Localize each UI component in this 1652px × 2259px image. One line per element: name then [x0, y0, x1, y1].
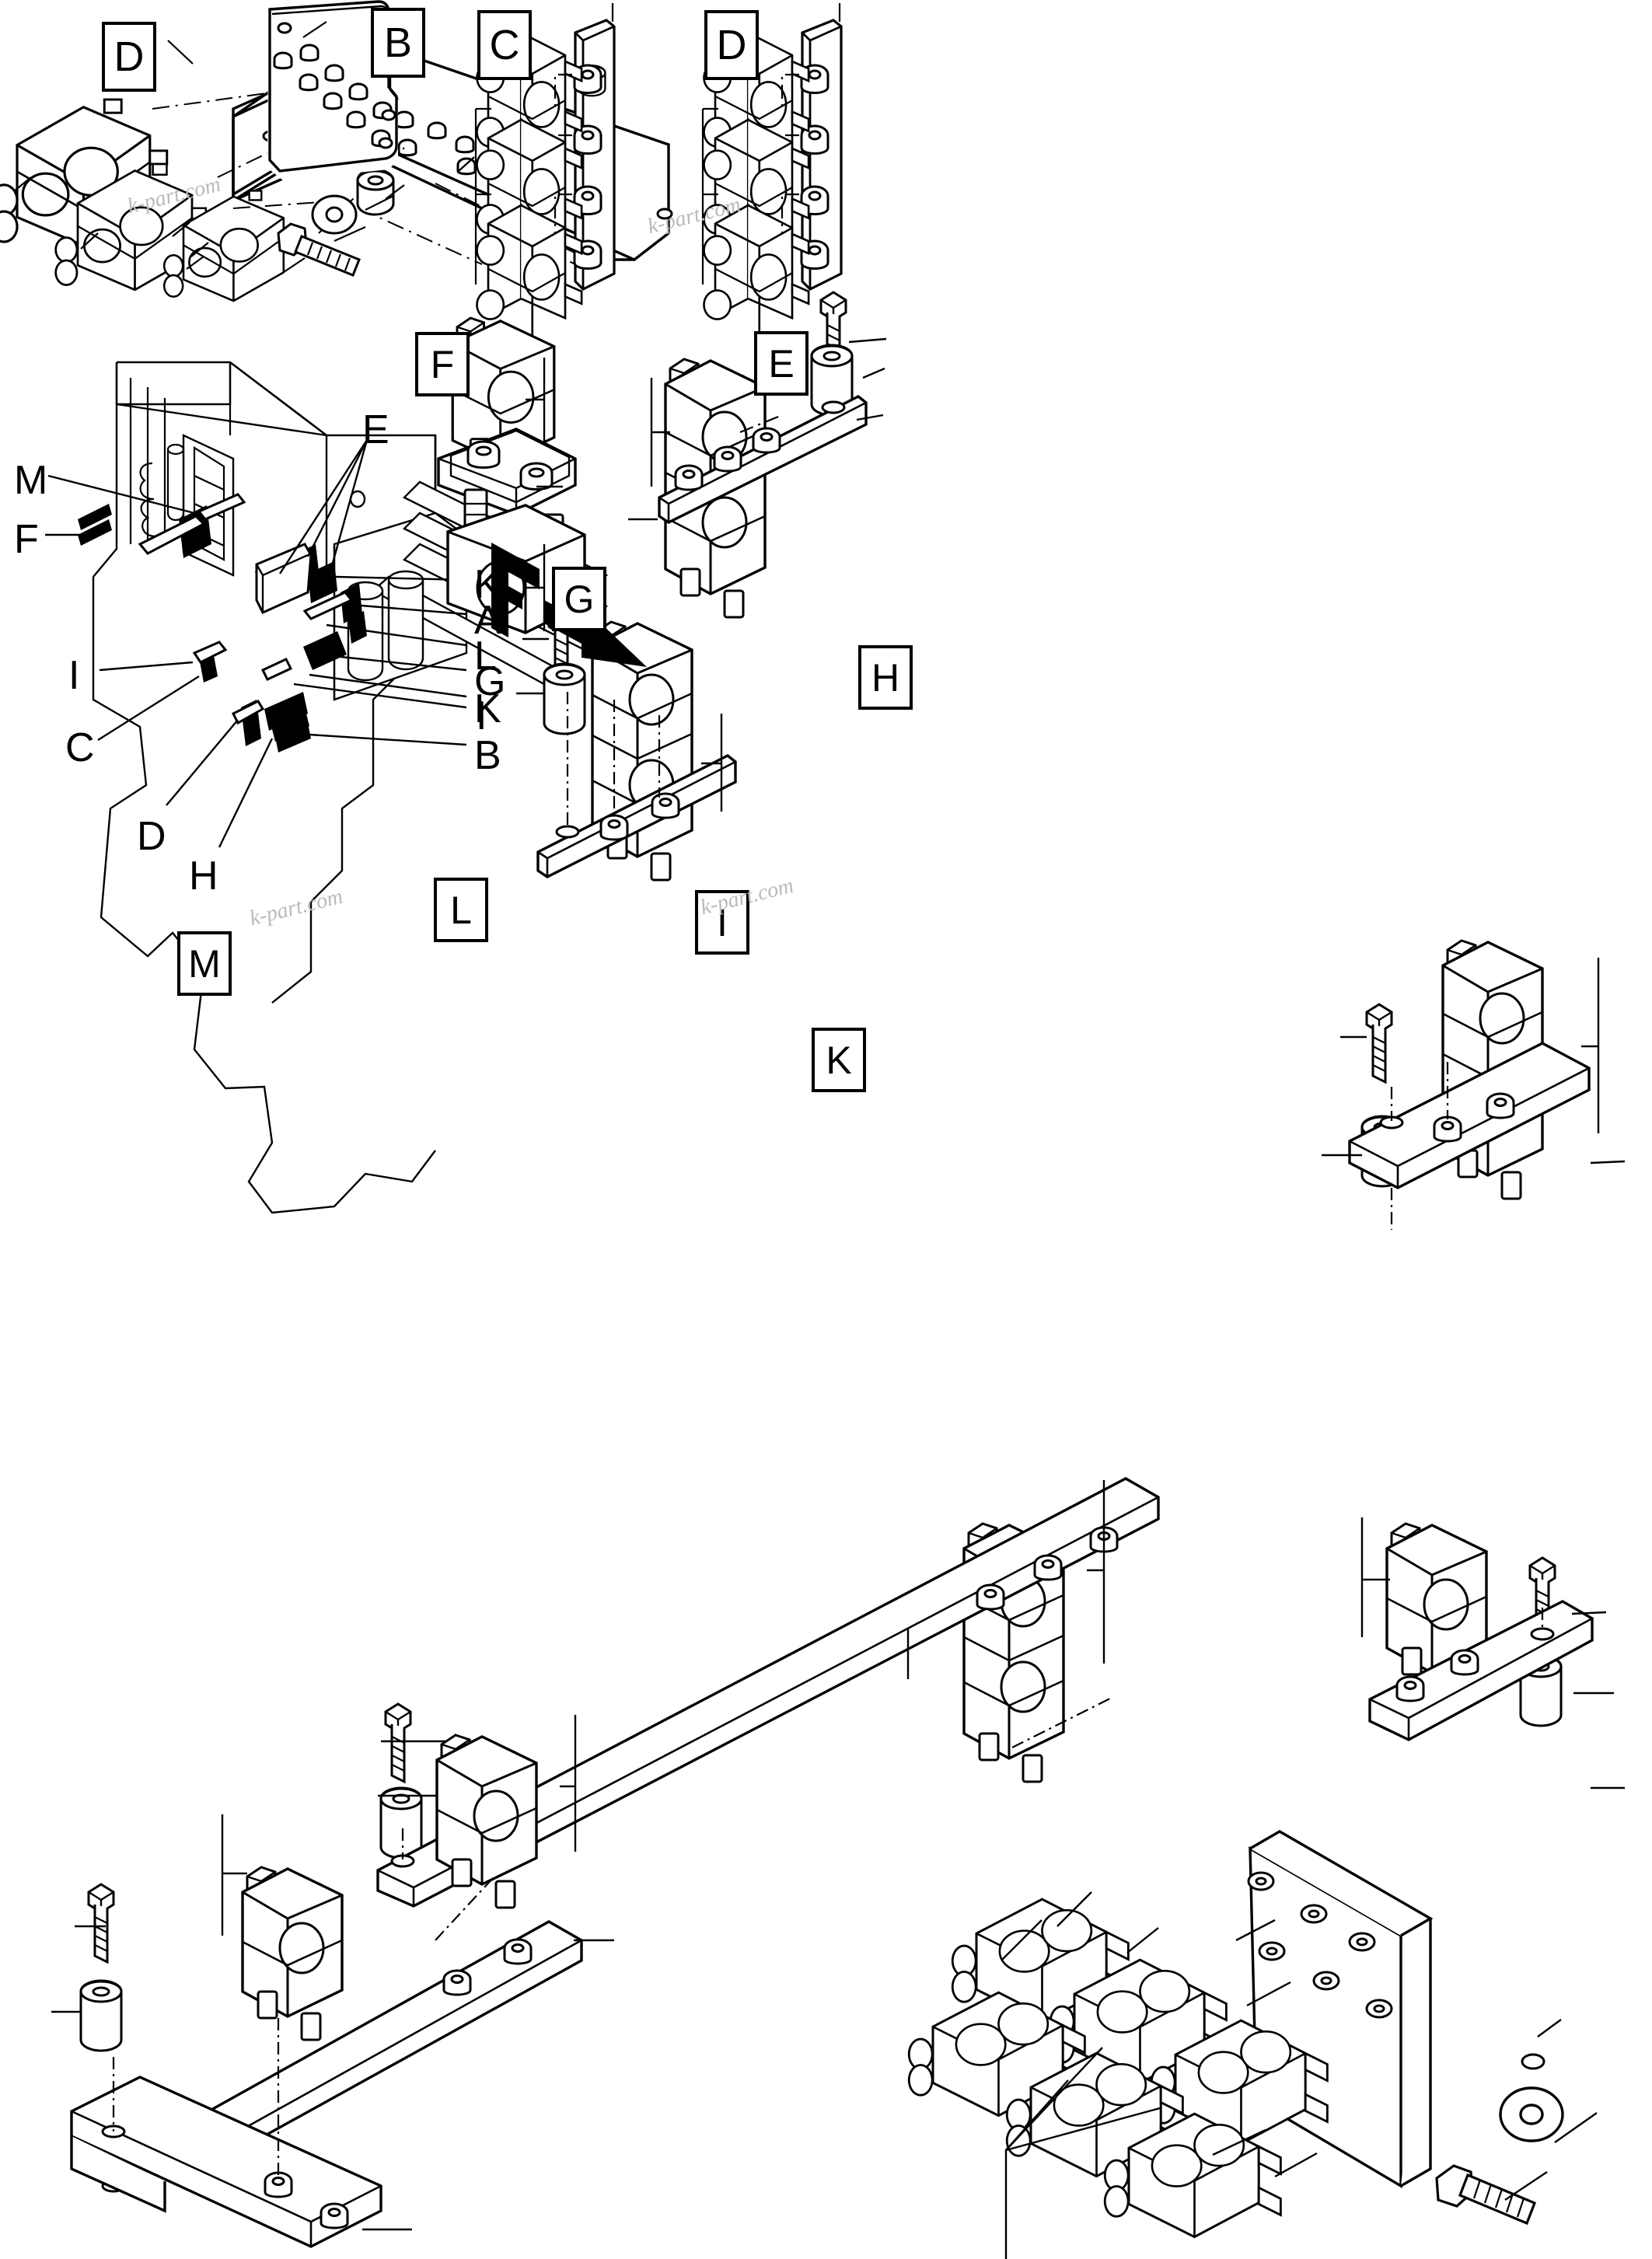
section-box-m[interactable]: M [177, 931, 232, 996]
callout-m-left: M [14, 458, 48, 503]
section-box-label: L [450, 888, 472, 932]
callout-k-right-1: K [474, 562, 501, 607]
group-h [1322, 939, 1626, 1230]
callout-a-right: A [474, 598, 501, 643]
group-e [628, 291, 887, 619]
section-box-label: D [114, 33, 145, 80]
callout-h-left: H [189, 854, 218, 899]
callout-leader-lines [45, 439, 467, 848]
section-box-label: E [768, 341, 795, 386]
section-box-c-top[interactable]: C [477, 10, 532, 80]
group-l [376, 1477, 1160, 1908]
callout-i-right: I [476, 693, 487, 738]
rail-l [376, 1477, 1160, 1908]
group-f [437, 316, 586, 634]
group-i [1360, 1517, 1625, 1789]
section-box-b-top[interactable]: B [371, 8, 425, 78]
callout-b-right: B [474, 733, 501, 778]
section-box-d-top[interactable]: D [102, 22, 156, 92]
callout-d-left: D [137, 814, 166, 859]
callout-k-right-2: K [474, 686, 501, 731]
callout-l-right: L [474, 634, 497, 679]
section-box-k[interactable]: K [812, 1028, 866, 1092]
section-box-label: D [716, 22, 747, 68]
section-box-g[interactable]: G [552, 567, 606, 631]
section-box-f[interactable]: F [415, 332, 470, 396]
section-box-label: B [383, 19, 413, 66]
group-k [907, 1830, 1598, 2259]
section-box-h[interactable]: H [858, 645, 913, 710]
callout-g-right: G [474, 659, 506, 704]
callout-c-left: C [65, 725, 95, 770]
rail-h [1348, 1042, 1591, 1189]
section-box-label: M [188, 941, 221, 986]
section-box-label: C [489, 22, 520, 68]
section-box-label: I [717, 900, 728, 944]
callout-i-left: I [68, 653, 80, 698]
group-c-top-right [474, 3, 616, 336]
section-box-label: G [564, 577, 595, 621]
section-box-l[interactable]: L [434, 878, 488, 942]
section-box-d-top-right[interactable]: D [704, 10, 759, 80]
rail-e [658, 394, 868, 524]
rail-g [536, 753, 737, 878]
section-box-i[interactable]: I [695, 890, 749, 955]
group-m [51, 1715, 614, 2248]
section-box-e[interactable]: E [754, 331, 809, 396]
section-box-label: K [826, 1038, 852, 1082]
rail-i [1368, 1600, 1594, 1741]
callout-f-left: F [14, 517, 39, 562]
group-d-top-right [701, 3, 843, 336]
group-g [516, 605, 737, 882]
callout-e-engine: E [362, 407, 389, 452]
section-box-label: F [430, 342, 455, 386]
group-b-top [267, 0, 399, 180]
section-box-label: H [871, 655, 900, 700]
